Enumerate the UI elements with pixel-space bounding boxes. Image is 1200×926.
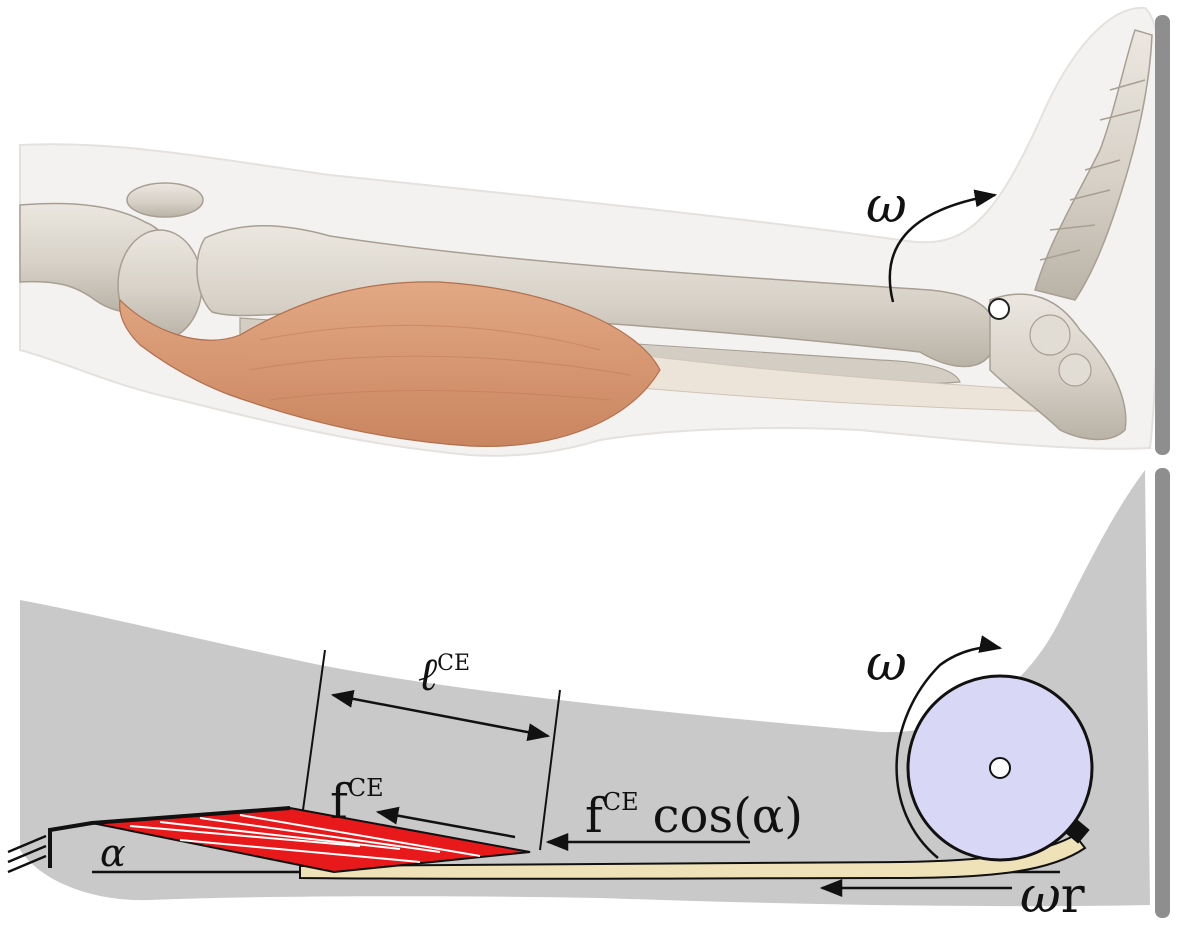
fiber-length-extension-right <box>539 689 561 851</box>
upper-rotation-arrow <box>888 189 998 303</box>
tibia-bone <box>196 225 997 368</box>
origin-attachment <box>48 806 291 868</box>
pulley-rotation-arrow <box>895 635 1003 859</box>
upper-omega-label: ω <box>866 176 907 234</box>
pulley-axis <box>989 757 1011 779</box>
ankle-joint-marker <box>988 298 1010 320</box>
foot-bones <box>989 29 1153 441</box>
wall-plate-lower <box>1155 468 1170 918</box>
pennation-angle-label: α <box>100 831 126 875</box>
tendon-velocity-label: ωr <box>1020 866 1085 924</box>
tendon-band <box>299 833 1087 880</box>
fiber-length-arrow <box>330 689 551 742</box>
fiber-length-extension-left <box>302 649 326 811</box>
schematic-silhouette <box>20 470 1150 907</box>
origin-hatch <box>7 834 47 874</box>
muscle-striations <box>249 324 631 401</box>
fiber-force-label: fCE <box>330 774 384 830</box>
tendon-attachment-point <box>1064 818 1090 844</box>
anatomical-leg: ω <box>19 6 1163 457</box>
fiber-length-label: ℓCE <box>418 647 470 701</box>
fiber-force-arrow <box>375 806 516 839</box>
patella-bone <box>126 182 204 218</box>
calf-muscle <box>119 281 661 447</box>
pulley-omega-label: ω <box>866 634 907 692</box>
wall-plate-upper <box>1155 15 1170 455</box>
fiber-stripes <box>129 814 481 863</box>
